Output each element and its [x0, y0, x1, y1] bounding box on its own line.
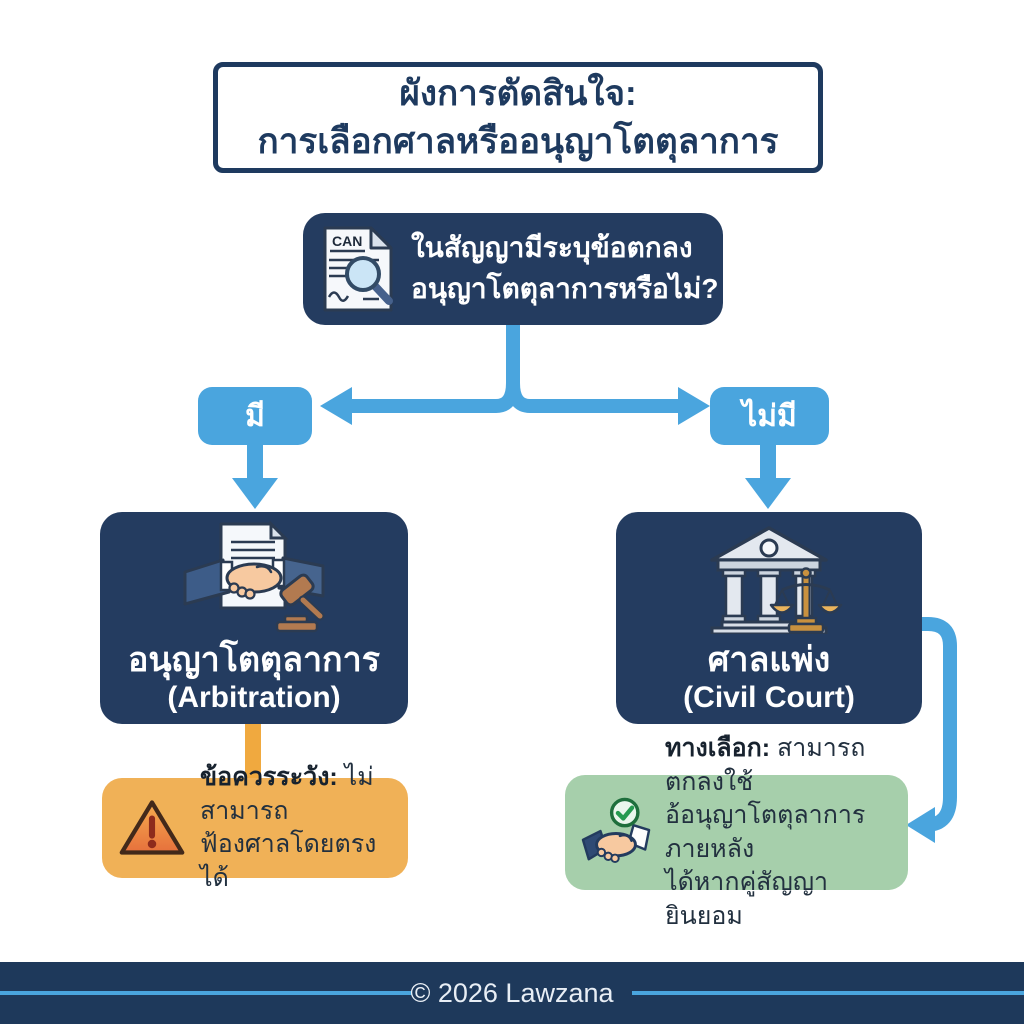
branch-label-has-not: ไม่มี: [710, 387, 829, 445]
title-box: ผังการตัดสินใจ: การเลือกศาลหรืออนุญาโตตุ…: [213, 62, 823, 173]
warning-triangle-icon: [118, 797, 186, 859]
down-arrow-right: [745, 443, 791, 509]
arbitration-title-th: อนุญาโตตุลาการ: [127, 640, 380, 679]
warning-line-2: ฟ้องศาลโดยตรงได้: [200, 830, 377, 892]
question-line-1: ในสัญญามีระบุข้อตกลง: [411, 232, 693, 264]
down-arrow-left: [232, 445, 278, 509]
arbitration-node: อนุญาโตตุลาการ (Arbitration): [100, 512, 408, 724]
question-text: ในสัญญามีระบุข้อตกลง อนุญาโตตุลาการหรือไ…: [411, 228, 719, 309]
arbitration-title-en: (Arbitration): [167, 681, 341, 715]
branch-has-not-text: ไม่มี: [742, 399, 797, 433]
option-text: ทางเลือก: สามารถตกลงใช้ อ้อนุญาโตตุลาการ…: [665, 732, 892, 933]
option-line-2: อ้อนุญาโตตุลาการภายหลัง: [665, 801, 866, 863]
warning-line-1: ข้อควรระวัง: ไม่สามารถ: [200, 763, 374, 825]
civil-court-title-th: ศาลแพ่ง: [707, 640, 831, 679]
option-line-1: ทางเลือก: สามารถตกลงใช้: [665, 734, 866, 796]
split-connector: [352, 322, 678, 413]
handshake-gavel-icon: [179, 519, 329, 634]
civil-court-node: ศาลแพ่ง (Civil Court): [616, 512, 922, 724]
option-line-3: ได้หากคู่สัญญายินยอม: [665, 868, 829, 930]
courthouse-scales-icon: [694, 520, 844, 634]
footer-bar: © 2026 Lawzana: [0, 962, 1024, 1024]
title-line-2: การเลือกศาลหรืออนุญาโตตุลาการ: [257, 121, 779, 161]
question-line-2: อนุญาโตตุลาการหรือไม่?: [411, 273, 719, 304]
footer-divider-right: [632, 991, 1024, 995]
title-line-1: ผังการตัดสินใจ:: [399, 74, 637, 114]
warning-text: ข้อควรระวัง: ไม่สามารถ ฟ้องศาลโดยตรงได้: [200, 761, 392, 895]
civil-court-title-en: (Civil Court): [683, 681, 855, 715]
warning-note: ข้อควรระวัง: ไม่สามารถ ฟ้องศาลโดยตรงได้: [102, 763, 408, 892]
option-note: ทางเลือก: สามารถตกลงใช้ อ้อนุญาโตตุลาการ…: [565, 734, 908, 930]
arrowhead-left: [320, 387, 352, 425]
handshake-check-icon: [581, 797, 651, 869]
arrowhead-right: [678, 387, 710, 425]
curved-arrow-civil-to-option: [906, 617, 957, 843]
branch-has-text: มี: [245, 399, 265, 433]
question-node: CAN ในสัญญามีระบุข้อตกลง อนุญาโตตุลาการห…: [303, 213, 723, 325]
footer-copyright: © 2026 Lawzana: [410, 977, 614, 1008]
branch-label-has: มี: [198, 387, 312, 445]
doc-label: CAN: [332, 233, 362, 249]
footer-divider-left: [0, 991, 412, 995]
contract-search-icon: CAN: [319, 224, 397, 314]
